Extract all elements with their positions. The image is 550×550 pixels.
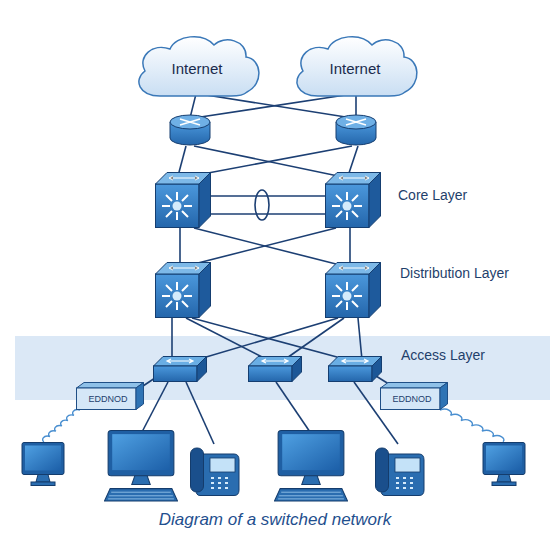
internet-cloud: Internet — [130, 32, 264, 98]
core-switch-icon — [326, 173, 381, 228]
devices — [22, 115, 525, 501]
network-links — [134, 94, 398, 444]
network-links-part — [196, 318, 338, 360]
device-side — [136, 383, 144, 410]
wireless-links-part — [43, 410, 80, 442]
ip-phone-icon — [191, 448, 240, 496]
network-links-part — [349, 228, 351, 264]
router-icon — [170, 115, 210, 145]
node-label: EDDNOD — [88, 394, 127, 404]
network-links-part — [178, 146, 186, 176]
network-links-part — [200, 195, 325, 197]
device-top — [381, 383, 448, 389]
device-top — [77, 383, 144, 389]
layer-label: Core Layer — [398, 187, 467, 203]
access-switch-icon — [249, 357, 302, 382]
wireless-links-part — [440, 409, 504, 442]
computer-icon — [105, 431, 178, 501]
computer-icon — [275, 431, 348, 501]
device-front — [77, 388, 137, 410]
node-label: Internet — [172, 60, 223, 77]
device-front — [381, 388, 441, 410]
core-switch-icon — [156, 173, 211, 228]
network-links-part — [355, 94, 357, 118]
access-point-box: EDDNOD — [76, 382, 144, 410]
internet-cloud: Internet — [288, 32, 422, 98]
network-links-part — [194, 94, 352, 118]
access-switch-icon — [329, 357, 382, 382]
network-links-part — [194, 228, 336, 264]
node-label: EDDNOD — [392, 394, 431, 404]
layer-label: Distribution Layer — [400, 265, 509, 281]
network-links-part — [348, 146, 358, 176]
diagram-caption: Diagram of a switched network — [0, 510, 550, 530]
network-links-part — [171, 318, 173, 360]
network-links-part — [192, 146, 352, 176]
network-links-part — [142, 382, 168, 432]
network-links-part — [276, 382, 310, 432]
cloud-shape — [139, 37, 259, 96]
computer-icon — [483, 443, 525, 486]
network-links-part — [192, 318, 348, 360]
router-icon — [336, 115, 376, 145]
access-switch-icon — [154, 357, 207, 382]
network-links-part — [200, 213, 325, 215]
network-links-part — [358, 318, 362, 360]
layer-label: Access Layer — [401, 347, 485, 363]
distribution-switch-icon — [156, 263, 211, 318]
link-bundle-ring — [255, 190, 269, 220]
access-point-box: EDDNOD — [380, 382, 448, 410]
node-label: Internet — [330, 60, 381, 77]
ip-phone-icon — [376, 448, 425, 496]
network-links-part — [194, 228, 336, 264]
cloud-shape — [297, 37, 417, 96]
network-links-part — [186, 382, 214, 444]
distribution-switch-icon — [326, 263, 381, 318]
device-side — [440, 383, 448, 410]
network-links-part — [190, 94, 196, 118]
computer-icon — [22, 443, 64, 486]
network-links-part — [186, 318, 268, 360]
network-links-part — [179, 228, 181, 264]
